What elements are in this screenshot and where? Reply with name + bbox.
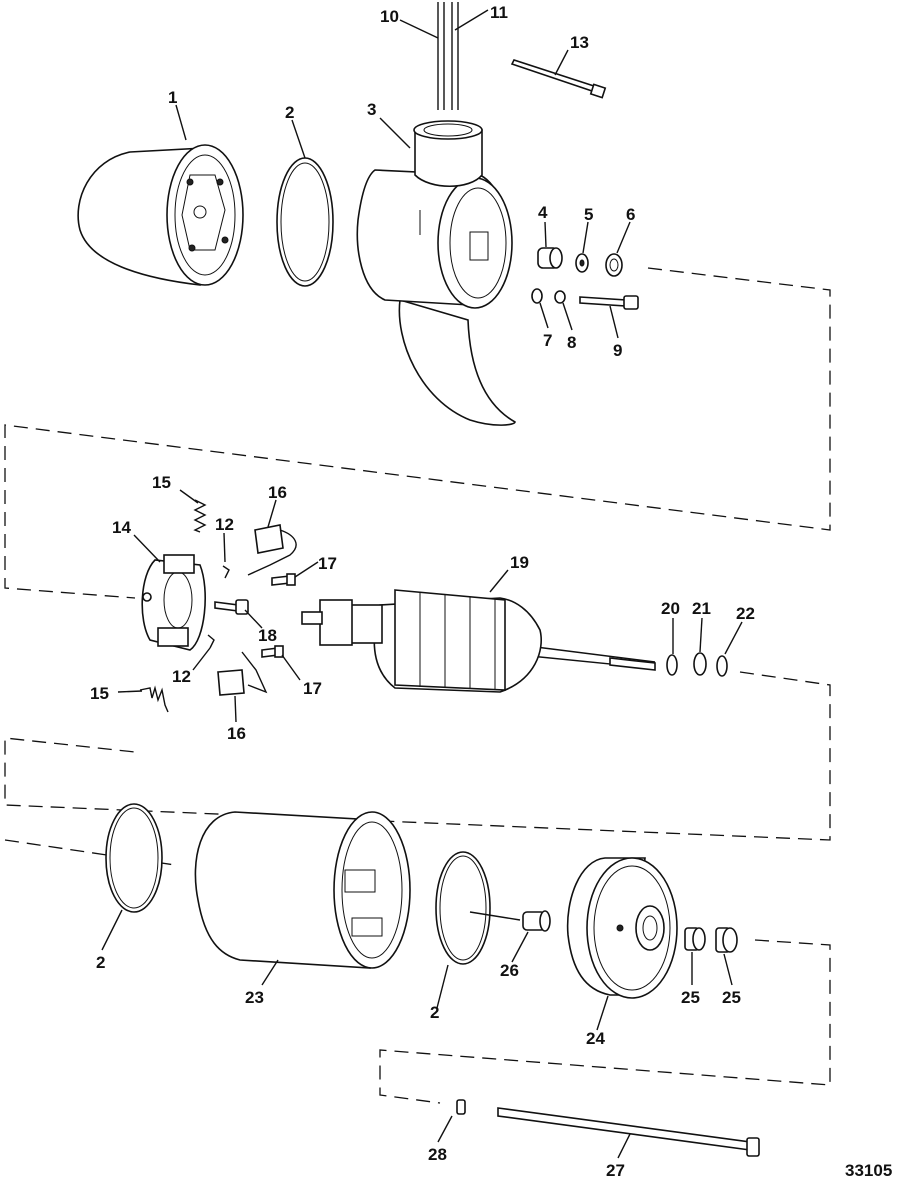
washer-20: [666, 654, 678, 676]
o-ring-middle-inner: [439, 855, 487, 961]
callout-25-a: 25: [681, 988, 700, 1007]
callout-15-top: 15: [152, 473, 171, 492]
callout-16-top: 16: [268, 483, 287, 502]
callout-4: 4: [538, 203, 548, 222]
bearing-25-b: [715, 927, 738, 953]
callout-16-bottom: 16: [227, 724, 246, 743]
lower-housing-part: [356, 2, 516, 426]
washer-22: [716, 655, 728, 677]
callout-14: 14: [112, 518, 131, 537]
callout-labels: 1 2 3 10 11 13 4 5 6 7 8 9 15 16 12 14 1…: [90, 3, 892, 1180]
callout-26: 26: [500, 961, 519, 980]
callout-8: 8: [567, 333, 576, 352]
callout-22: 22: [736, 604, 755, 623]
callout-2-top: 2: [285, 103, 294, 122]
small-hardware-group: [531, 247, 639, 310]
brush-top: [247, 524, 297, 576]
callout-17-top: 17: [318, 554, 337, 573]
callout-3: 3: [367, 100, 376, 119]
brush-plate-part: [141, 554, 206, 651]
spring-top: [193, 499, 207, 533]
callout-1: 1: [168, 88, 177, 107]
callout-12-top: 12: [215, 515, 234, 534]
spring-bottom: [139, 685, 169, 713]
motor-frame-part: [194, 811, 411, 969]
bushing-part: [522, 910, 551, 932]
callout-21: 21: [692, 599, 711, 618]
o-ring-left: [105, 803, 163, 913]
callout-7: 7: [543, 331, 552, 350]
o-ring-middle: [435, 851, 491, 965]
callout-10: 10: [380, 7, 399, 26]
callout-9: 9: [613, 341, 622, 360]
callout-13: 13: [570, 33, 589, 52]
o-ring-left-inner: [109, 807, 159, 909]
callout-5: 5: [584, 205, 593, 224]
reference-number: 33105: [845, 1161, 892, 1180]
bearing-25-a: [684, 927, 706, 951]
callout-12-bottom: 12: [172, 667, 191, 686]
callout-19: 19: [510, 553, 529, 572]
callout-24: 24: [586, 1029, 605, 1048]
armature-part: [301, 589, 656, 693]
callout-20: 20: [661, 599, 680, 618]
callout-25-b: 25: [722, 988, 741, 1007]
o-ring-top: [276, 157, 334, 287]
callout-11: 11: [490, 3, 508, 22]
callout-2-middle: 2: [430, 1003, 439, 1022]
end-bell-part: [566, 857, 678, 999]
o-ring-top-inner: [280, 162, 330, 282]
callout-18: 18: [258, 626, 277, 645]
callout-28: 28: [428, 1145, 447, 1164]
callout-6: 6: [626, 205, 635, 224]
callout-2-left: 2: [96, 953, 105, 972]
end-cap-part: [77, 144, 244, 286]
callout-15-bottom: 15: [90, 684, 109, 703]
brush-bottom: [217, 651, 268, 696]
washer-21: [693, 652, 707, 676]
cable-tie-part: [510, 59, 607, 99]
brush-hardware-group: [207, 565, 296, 658]
pin-part: [456, 1099, 466, 1115]
callout-27: 27: [606, 1161, 625, 1180]
thru-bolt-part: [497, 1107, 760, 1157]
callout-23: 23: [245, 988, 264, 1007]
leader-lines: [101, 9, 743, 1159]
callout-17-bottom: 17: [303, 679, 322, 698]
